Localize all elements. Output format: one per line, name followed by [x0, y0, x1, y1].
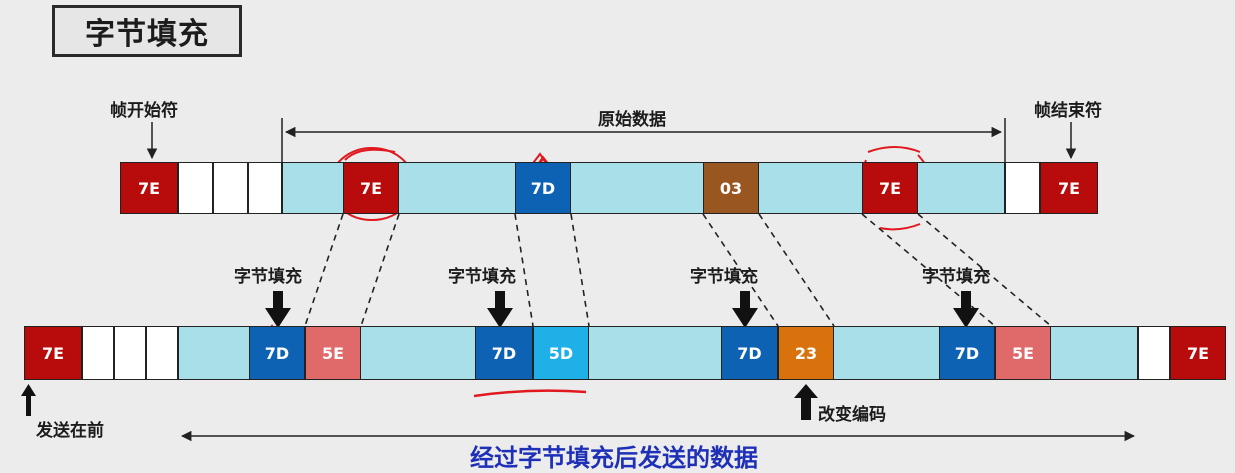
original-data-label: 原始数据 [598, 110, 666, 130]
bottom-escaped-23: 23 [778, 326, 834, 380]
connector-layer [21, 118, 1136, 442]
send-first-label: 发送在前 [36, 421, 104, 441]
top-end-flag: 7E [1040, 162, 1098, 214]
bottom-header-byte [146, 326, 178, 380]
bottom-escape-7d: 7D [721, 326, 778, 380]
top-trailer-byte [1005, 162, 1040, 214]
sent-data-caption: 经过字节填充后发送的数据 [470, 444, 758, 472]
bottom-end-flag: 7E [1170, 326, 1226, 380]
dashed-mapping-lines [304, 213, 1052, 327]
bottom-escape-7d: 7D [249, 326, 305, 380]
frame-end-label: 帧结束符 [1034, 101, 1102, 121]
top-header-byte [178, 162, 213, 214]
stuffing-label: 字节填充 [234, 267, 302, 287]
top-start-flag: 7E [120, 162, 178, 214]
top-data-byte-03: 03 [703, 162, 759, 214]
top-header-byte [213, 162, 248, 214]
change-code-label: 改变编码 [818, 405, 886, 425]
frame-start-label: 帧开始符 [110, 101, 178, 121]
stuffing-arrows [265, 291, 979, 328]
stuffing-label: 字节填充 [690, 267, 758, 287]
bottom-escaped-5d: 5D [533, 326, 589, 380]
bottom-header-byte [82, 326, 114, 380]
stuffing-label: 字节填充 [448, 267, 516, 287]
bottom-start-flag: 7E [24, 326, 82, 380]
top-data-byte-7e: 7E [343, 162, 399, 214]
bottom-escape-7d: 7D [475, 326, 533, 380]
bottom-escape-7d: 7D [939, 326, 995, 380]
bottom-trailer-byte [1138, 326, 1170, 380]
page-title: 字节填充 [52, 5, 242, 57]
stuffing-label: 字节填充 [922, 267, 990, 287]
diagram-stage: 字节填充 [21, 5, 1226, 472]
bottom-escaped-5e: 5E [995, 326, 1051, 380]
top-data-byte-7e: 7E [862, 162, 918, 214]
bottom-header-byte [114, 326, 146, 380]
up-arrows [21, 384, 818, 420]
bottom-escaped-5e: 5E [305, 326, 361, 380]
top-header-byte [248, 162, 282, 214]
top-data-byte-7d: 7D [515, 162, 571, 214]
